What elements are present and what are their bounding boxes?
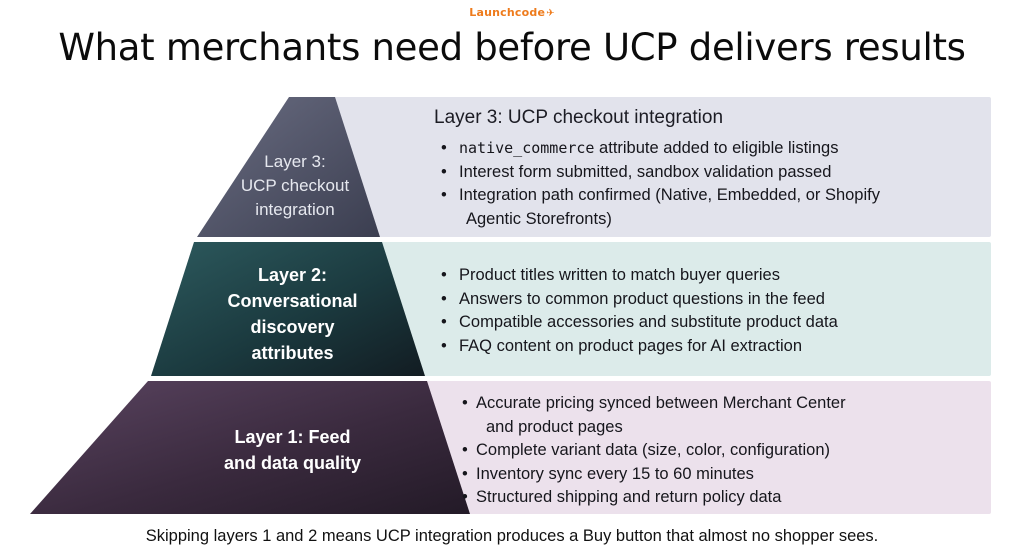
list-item: Compatible accessories and substitute pr… (437, 311, 838, 335)
layer3-panel-title: Layer 3: UCP checkout integration (434, 107, 724, 128)
layer3-bullet-list: native_commerce attribute added to eligi… (437, 137, 880, 231)
brand-name: Launchcode (469, 6, 546, 19)
bullet-text: attribute added to eligible listings (594, 139, 839, 157)
list-item: native_commerce attribute added to eligi… (437, 137, 880, 161)
layer1-label: Layer 1: Feed and data quality (180, 424, 405, 476)
attribute-code: native_commerce (459, 139, 595, 157)
brand-logo: Launchcode✈ (0, 6, 1024, 19)
layer2-bullet-list: Product titles written to match buyer qu… (437, 264, 838, 358)
footer-note: Skipping layers 1 and 2 means UCP integr… (145, 527, 879, 545)
bullet-continuation: Agentic Storefronts) (466, 209, 612, 228)
layer1-label-line: Layer 1: Feed (234, 427, 351, 447)
list-item: Accurate pricing synced between Merchant… (458, 392, 846, 439)
bullet-continuation: and product pages (486, 417, 623, 436)
list-item: Complete variant data (size, color, conf… (458, 439, 846, 463)
pyramid-tier-3 (197, 97, 380, 237)
airplane-icon: ✈ (546, 8, 555, 19)
pyramid-tier-2 (151, 242, 425, 376)
layer1-label-line: and data quality (223, 453, 362, 473)
list-item: Product titles written to match buyer qu… (437, 264, 838, 288)
layer1-bullet-list: Accurate pricing synced between Merchant… (458, 392, 846, 510)
layer3-label: Layer 3: UCP checkout integration (220, 150, 370, 222)
list-item: Interest form submitted, sandbox validat… (437, 161, 880, 185)
layer2-label-line: Conversational (227, 291, 358, 311)
layer3-label-line: integration (255, 200, 335, 219)
bullet-text: Integration path confirmed (Native, Embe… (459, 186, 880, 204)
layer2-label-line: discovery (250, 317, 335, 337)
layer3-label-line: Layer 3: (264, 152, 326, 171)
list-item: Answers to common product questions in t… (437, 288, 838, 312)
layer3-label-line: UCP checkout (240, 176, 350, 195)
layer2-label: Layer 2: Conversational discovery attrib… (190, 262, 395, 366)
layer2-label-line: Layer 2: (257, 265, 328, 285)
list-item: Structured shipping and return policy da… (458, 486, 846, 510)
page-title: What merchants need before UCP delivers … (58, 26, 966, 69)
bullet-text: Accurate pricing synced between Merchant… (476, 394, 846, 412)
layer2-label-line: attributes (251, 343, 334, 363)
pyramid-tier-1 (30, 381, 470, 514)
list-item: FAQ content on product pages for AI extr… (437, 335, 838, 359)
list-item: Inventory sync every 15 to 60 minutes (458, 463, 846, 487)
list-item: Integration path confirmed (Native, Embe… (437, 184, 880, 231)
